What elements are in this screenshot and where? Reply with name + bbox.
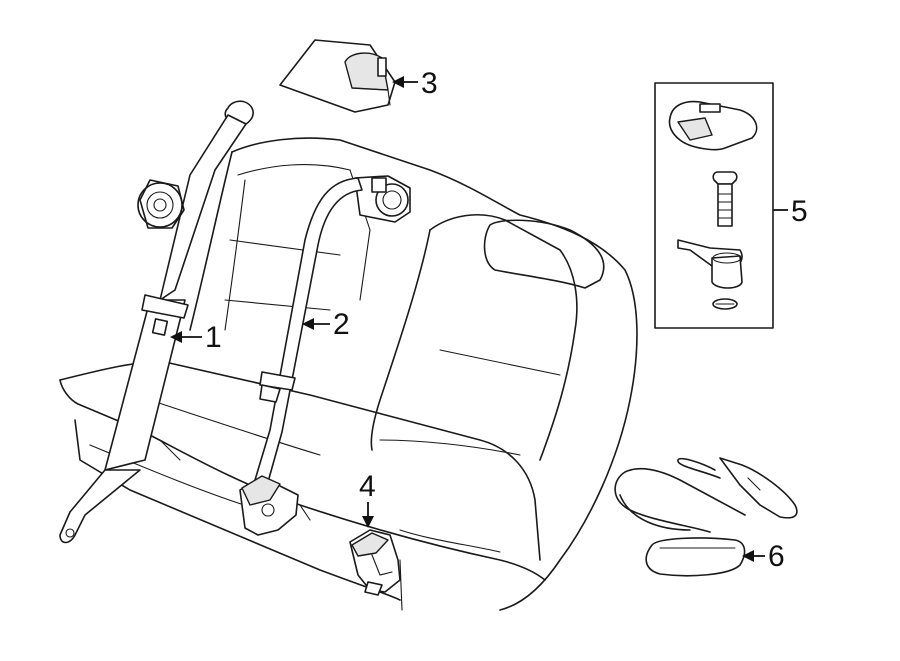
outer-seat-belt-retractor-icon — [59, 100, 254, 544]
center-seat-belt-retractor-icon — [239, 175, 411, 536]
callout-1: 1 — [170, 321, 222, 354]
guide-hardware-kit-icon — [654, 82, 774, 329]
callout-5: 5 — [773, 195, 808, 228]
callout-6: 6 — [742, 540, 785, 573]
callout-3: 3 — [392, 67, 438, 100]
callout-label-1: 1 — [205, 321, 222, 354]
callout-2: 2 — [302, 308, 350, 341]
callout-label-6: 6 — [768, 540, 785, 573]
callout-label-3: 3 — [421, 67, 438, 100]
callout-label-4: 4 — [359, 470, 376, 503]
buckle-icon — [349, 529, 401, 596]
retractor-cover-icon — [279, 39, 396, 113]
callout-label-5: 5 — [791, 195, 808, 228]
callout-label-2: 2 — [333, 308, 350, 341]
callout-4: 4 — [359, 470, 376, 528]
child-seat-anchor-strap-icon — [614, 457, 798, 577]
